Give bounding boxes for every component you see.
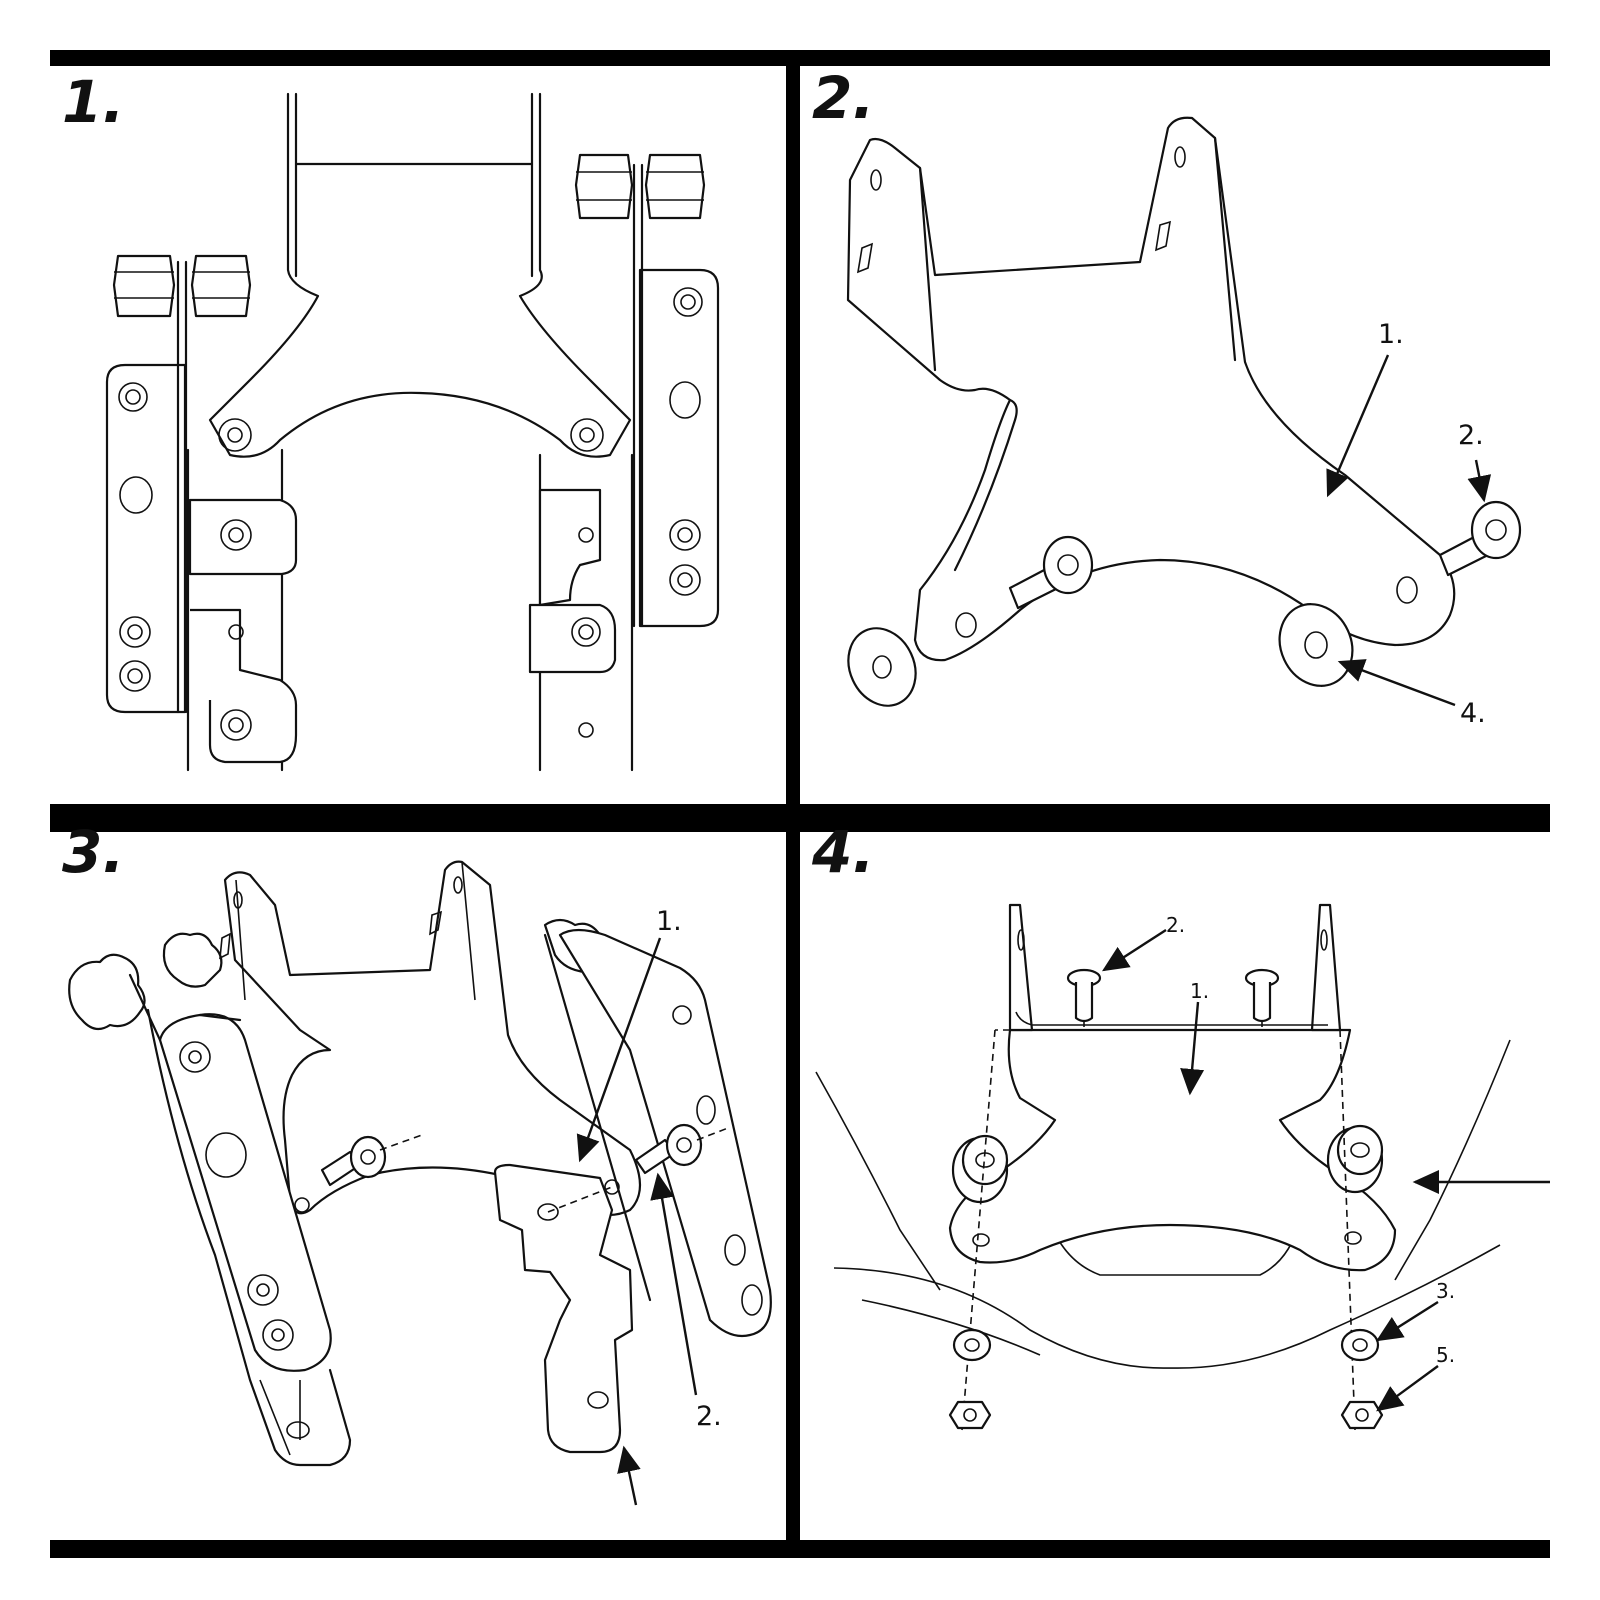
panel-2-bracket-plate (846, 116, 1456, 662)
cap-screw-icon (1244, 968, 1280, 1023)
step-2-label: 2. (812, 64, 874, 132)
hex-bolt-icon (112, 254, 252, 318)
hex-nut-icon (948, 1400, 1384, 1430)
callout-1: 1. (1190, 979, 1209, 1003)
callout-2: 2. (696, 1401, 722, 1432)
panel-1: 1. (62, 68, 720, 772)
cap-screw-icon (320, 1135, 387, 1187)
step-1-label: 1. (62, 68, 124, 136)
step-3-label: 3. (62, 818, 124, 886)
washer-icon (847, 627, 917, 707)
hex-bolt-icon (574, 153, 706, 220)
callout-3: 3. (1436, 1279, 1455, 1303)
mounting-hole-icon (118, 287, 703, 741)
panel-3-left-side-plate (158, 1013, 332, 1372)
callout-4: 4. (1460, 698, 1486, 729)
panel-3: 3. (62, 818, 772, 1506)
step-4-label: 4. (811, 818, 874, 886)
cap-screw-icon (1066, 968, 1102, 1023)
cap-screw-icon (1008, 535, 1094, 610)
grommet-icon (1326, 1124, 1384, 1194)
panel-3-right-side-plate (558, 928, 772, 1338)
callout-2: 2. (1458, 420, 1484, 451)
cap-screw-icon (634, 1123, 703, 1175)
panel-1-top-bracket (208, 92, 632, 458)
cap-screw-icon (1438, 500, 1522, 577)
callout-1: 1. (656, 906, 682, 937)
callout-1: 1. (1378, 319, 1404, 350)
washer-icon (952, 1328, 1380, 1362)
panel-2: 2. 1. (812, 64, 1522, 729)
washer-icon (1278, 603, 1354, 687)
panel-4: 4. (811, 818, 1550, 1431)
grommet-icon (951, 1134, 1009, 1204)
panel-1-right-side-plate (638, 268, 720, 628)
panel-frame (50, 50, 1550, 1558)
panel-1-left-side-plate (105, 363, 187, 714)
callout-5: 5. (1436, 1343, 1455, 1367)
mounting-hole-icon (179, 1005, 763, 1351)
callout-2: 2. (1166, 913, 1185, 937)
